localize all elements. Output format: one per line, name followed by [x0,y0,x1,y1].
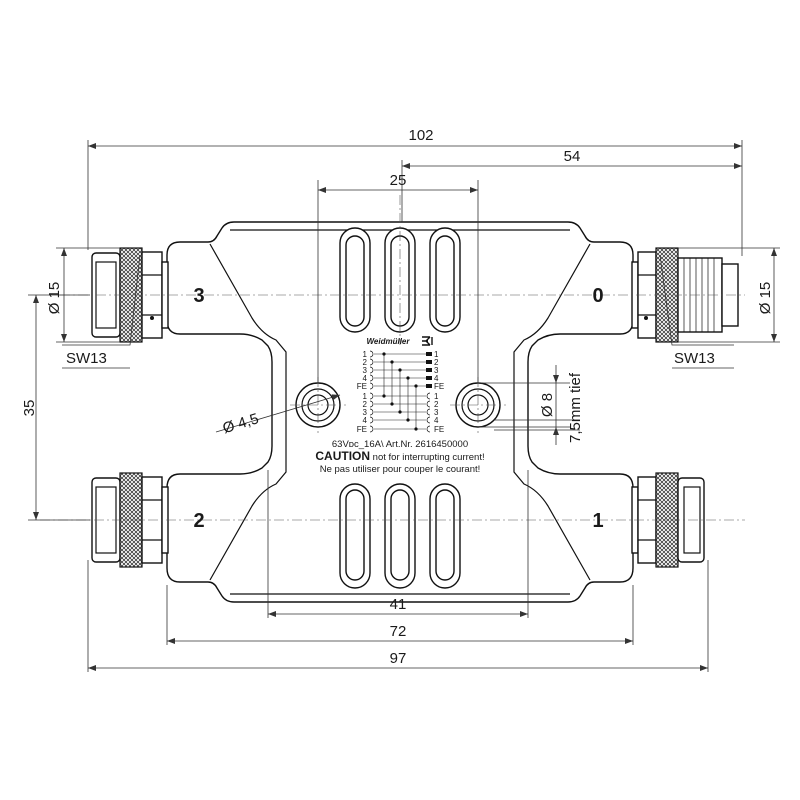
svg-text:3: 3 [363,408,368,417]
dim-hole-large: Ø 8 [539,393,556,417]
svg-text:3: 3 [434,366,439,375]
housing-inner-face [230,229,570,595]
caution-word: CAUTION [315,449,370,463]
svg-text:2: 2 [363,358,368,367]
port-label-1: 1 [592,510,603,532]
port-label-2: 2 [193,510,204,532]
dim-54: 54 [564,148,581,165]
housing-inner-edge-bottom [209,466,591,581]
wiring-nodes [382,352,432,431]
dim-97: 97 [390,650,407,667]
dim-35: 35 [21,400,38,417]
dim-sw13-left: SW13 [66,350,107,367]
svg-text:4: 4 [363,374,368,383]
svg-text:2: 2 [434,400,439,409]
pin-labels-right: 1 2 3 4 FE 1 2 3 4 FE [434,350,444,434]
dimension-lines [28,140,780,672]
caution-french: Ne pas utiliser pour couper le courant! [320,464,481,475]
dim-dia15-left: Ø 15 [46,282,63,315]
slot-top-3-inner [435,235,455,327]
dim-hole-depth: 7,5mm tief [567,372,584,443]
svg-text:FE: FE [434,425,444,434]
dim-72: 72 [390,623,407,640]
brand-mark-icon [422,336,433,346]
cooling-slots [339,227,461,589]
svg-text:1: 1 [434,350,439,359]
caution-english: not for interrupting current! [370,452,485,463]
rating-text: 63Vᴅᴄ_16A\ Art.Nr. 2616450000 [332,439,468,450]
svg-text:4: 4 [434,374,439,383]
slot-bottom-2-inner [390,489,410,581]
housing-inner-edge-top [209,243,591,358]
svg-text:3: 3 [434,408,439,417]
svg-text:FE: FE [357,425,367,434]
port-label-0: 0 [592,285,603,307]
svg-text:FE: FE [434,382,444,391]
dim-hole-small: Ø 4,5 [221,410,261,437]
caution-line: CAUTION not for interrupting current! [315,449,484,463]
dim-dia15-right: Ø 15 [757,282,774,315]
brand-logo: Weidmüller [367,337,411,346]
svg-text:1: 1 [363,392,368,401]
port-label-3: 3 [193,285,204,307]
product-label: Weidmüller [315,336,485,475]
slot-bottom-3-inner [435,489,455,581]
port-numbers: 3 0 2 1 [193,285,603,532]
slot-bottom-1-inner [345,489,365,581]
dim-25: 25 [390,172,407,189]
dim-102: 102 [408,127,433,144]
pin-labels-left: 1 2 3 4 FE 1 2 3 4 FE [357,350,368,434]
wiring-sockets [369,350,431,433]
dim-41: 41 [390,596,407,613]
svg-text:3: 3 [363,366,368,375]
svg-text:2: 2 [363,400,368,409]
svg-text:FE: FE [357,382,367,391]
svg-text:2: 2 [434,358,439,367]
center-lines [40,195,745,521]
svg-text:4: 4 [363,416,368,425]
svg-text:1: 1 [434,392,439,401]
svg-text:4: 4 [434,416,439,425]
dimension-labels: 102 54 25 41 72 97 35 Ø 15 Ø 15 SW13 SW1… [21,127,774,667]
slot-top-1-inner [345,235,365,327]
dim-sw13-right: SW13 [674,350,715,367]
svg-text:1: 1 [363,350,368,359]
